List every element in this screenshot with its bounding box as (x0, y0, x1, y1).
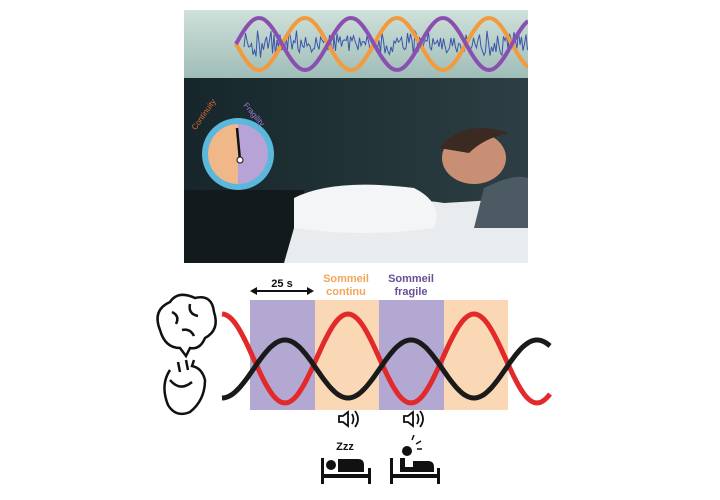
continuous-sleep-label: Sommeil continu (316, 273, 376, 299)
sound-icon (339, 411, 358, 427)
zzz-label: Zzz (325, 441, 365, 454)
label-line: Sommeil (381, 273, 441, 286)
duration-label: 25 s (262, 278, 302, 291)
label-line: fragile (381, 286, 441, 299)
fragile-sleep-label: Sommeil fragile (381, 273, 441, 299)
sound-icon (404, 411, 423, 427)
brain-icon (158, 295, 216, 356)
heart-icon (164, 360, 205, 414)
label-line: continu (316, 286, 376, 299)
awakened-person-icon (390, 435, 440, 484)
sleeping-person-icon (321, 458, 371, 484)
label-line: Sommeil (316, 273, 376, 286)
